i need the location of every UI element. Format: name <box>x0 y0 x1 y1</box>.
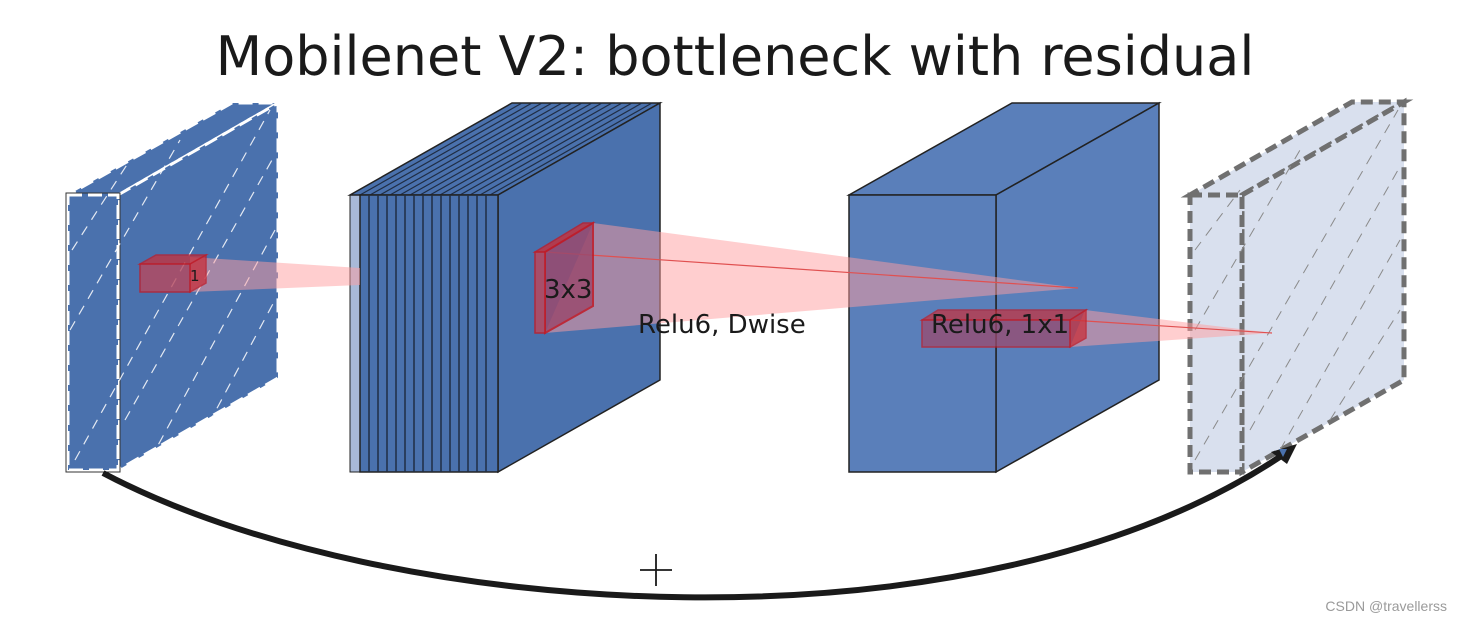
residual-connection <box>101 444 1297 601</box>
watermark: CSDN @travellerss <box>1325 598 1447 614</box>
input-tensor-front <box>66 193 120 472</box>
output-tensor <box>1180 97 1414 477</box>
project-op-label: Relu6, 1x1 <box>931 310 1069 340</box>
residual-arrow-path <box>101 447 1292 601</box>
expansion-front <box>359 194 499 473</box>
beam-project <box>1070 310 1272 347</box>
diagram-title: Mobilenet V2: bottleneck with residual <box>216 25 1255 88</box>
kernel-1x1-input: 1 <box>137 253 209 294</box>
dwise-kernel-label: 3x3 <box>544 275 592 305</box>
dwise-op-label: Relu6, Dwise <box>638 310 806 340</box>
kernel-3x3-dwise <box>532 221 596 335</box>
kernel-1x1-label: 1 <box>190 267 200 285</box>
beam-1x1-expand <box>190 257 360 292</box>
receptive-beams <box>190 223 1273 347</box>
residual-add-symbol <box>640 554 672 586</box>
expansion-back-slice <box>349 194 361 473</box>
beam-dwise <box>545 223 1078 333</box>
kernel-1x1-project <box>919 308 1089 349</box>
